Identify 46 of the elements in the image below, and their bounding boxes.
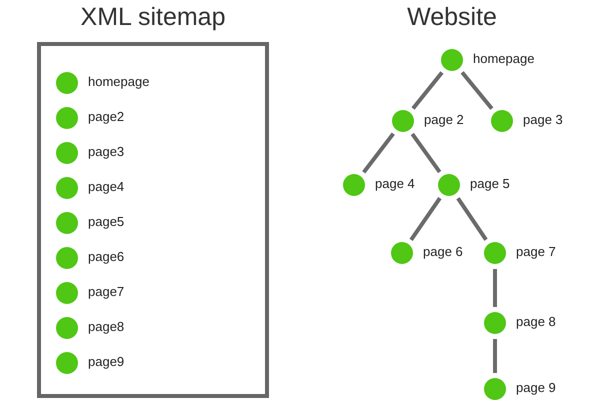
- page-label: page 2: [424, 112, 464, 128]
- page-dot: [56, 282, 78, 304]
- connector-line: [362, 132, 395, 174]
- page-dot: [441, 49, 463, 71]
- page-label: page8: [88, 319, 124, 335]
- page-dot: [491, 110, 513, 132]
- connector-line: [410, 132, 442, 174]
- page-dot: [56, 317, 78, 339]
- page-dot: [56, 177, 78, 199]
- page-label: page 6: [423, 244, 463, 260]
- page-label: page2: [88, 109, 124, 125]
- page-dot: [56, 142, 78, 164]
- page-label: page6: [88, 249, 124, 265]
- connector-line: [411, 71, 444, 110]
- page-label: homepage: [473, 51, 534, 67]
- connector-line: [493, 269, 497, 307]
- tree-heading: Website: [406, 2, 498, 32]
- page-dot: [391, 242, 413, 264]
- page-label: page 7: [516, 244, 556, 260]
- page-label: page 3: [523, 112, 563, 128]
- page-dot: [392, 110, 414, 132]
- page-label: page 5: [470, 176, 510, 192]
- connector-line: [456, 197, 488, 241]
- page-dot: [343, 174, 365, 196]
- page-label: page 8: [516, 314, 556, 330]
- page-label: page5: [88, 214, 124, 230]
- page-label: page7: [88, 284, 124, 300]
- connector-line: [493, 339, 497, 373]
- page-dot: [484, 242, 506, 264]
- page-label: page 9: [516, 380, 556, 396]
- page-dot: [56, 107, 78, 129]
- panel-heading: XML sitemap: [80, 2, 226, 32]
- page-label: page9: [88, 354, 124, 370]
- page-dot: [56, 352, 78, 374]
- page-dot: [484, 378, 506, 400]
- page-label: page 4: [375, 176, 415, 192]
- page-dot: [56, 212, 78, 234]
- page-dot: [56, 72, 78, 94]
- page-dot: [484, 312, 506, 334]
- page-label: page4: [88, 179, 124, 195]
- page-dot: [56, 247, 78, 269]
- page-label: page3: [88, 144, 124, 160]
- connector-line: [409, 197, 442, 241]
- page-label: homepage: [88, 74, 150, 90]
- connector-line: [460, 71, 494, 110]
- page-dot: [438, 174, 460, 196]
